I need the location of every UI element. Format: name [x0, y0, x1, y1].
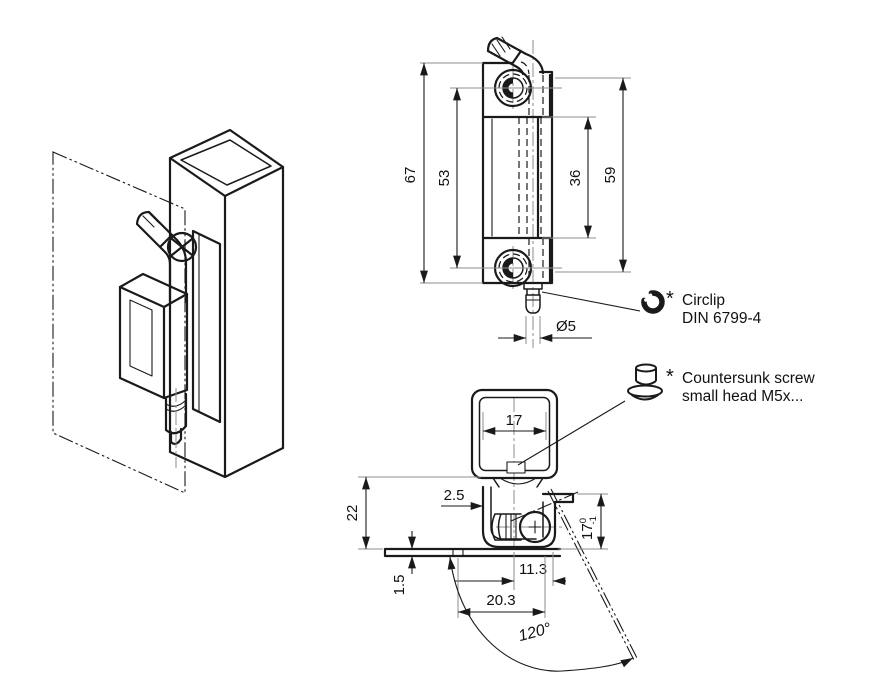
circlip-asterisk: * [666, 288, 674, 310]
dim-120-label: 120° [517, 620, 554, 645]
circlip-annotation: * Circlip DIN 6799-4 [541, 288, 762, 327]
circlip-leader-line [541, 291, 641, 312]
circlip-lug-hole-1 [648, 293, 653, 297]
door-leaf-plate-section [383, 547, 562, 558]
open-position-phantom [547, 488, 639, 663]
isometric-view [52, 128, 285, 494]
dim-11-3-label: 11.3 [519, 561, 547, 578]
pin-section-cross [528, 520, 542, 534]
front-view: 67 53 36 59 Ø5 [402, 36, 631, 348]
dim-59-label: 59 [602, 167, 619, 184]
dim-17-with-tolerance: 170-1 [558, 493, 608, 550]
dim-22: 22 [344, 476, 481, 550]
screw-leader-line [517, 400, 626, 466]
dim-53-label: 53 [436, 170, 453, 187]
opening-angle-arc [447, 556, 634, 672]
dim-17-extension-lines [482, 412, 547, 440]
dim-dia5-label: Ø5 [556, 318, 576, 335]
dim-20-3-label: 20.3 [486, 592, 515, 609]
pin-end-with-groove [523, 282, 543, 314]
dim-59-extension-lines [555, 77, 631, 273]
hinge-leaf-plate [191, 229, 222, 424]
dim-2-5-label: 2.5 [444, 487, 465, 504]
countersunk-label-line1: Countersunk screw [682, 370, 815, 387]
dim-53: 53 [436, 87, 562, 269]
section-view: 17 2.5 22 1.5 170-1 11.3 [344, 388, 639, 672]
dim-1-5-label: 1.5 [391, 575, 408, 596]
dim-17tol-label: 170-1 [578, 516, 599, 540]
clamp-jaw [492, 477, 544, 488]
pin-section-circle [518, 510, 552, 544]
circlip-ring [641, 290, 665, 314]
circlip-label-line1: Circlip [682, 292, 725, 309]
dim-36: 36 [542, 116, 596, 239]
lip-phantom-line [510, 491, 579, 522]
dim-17-tube-width: 17 [482, 412, 547, 440]
knurl-cylinder [491, 513, 522, 541]
plate-screw-hole [452, 548, 464, 557]
dim-53-extension-lines [450, 87, 562, 269]
hidden-knuckle-lines [518, 75, 544, 283]
dim-67-extension-lines [420, 62, 483, 284]
clamp-jaw-arc [499, 477, 537, 485]
dim-67: 67 [402, 62, 483, 284]
mounting-screw-head [166, 231, 198, 263]
bracket-section-outer [481, 485, 557, 549]
bracket-front-face [118, 285, 166, 400]
dim-pin-diameter: Ø5 [498, 316, 592, 344]
dim-22-label: 22 [344, 505, 361, 522]
countersunk-screw-icon [627, 363, 663, 401]
circlip-icon [641, 290, 665, 314]
dim-17-label: 17 [506, 412, 523, 429]
pin-bottom-cylinder [164, 392, 188, 446]
circlip-lug-hole-2 [644, 298, 648, 302]
bracket-recess [129, 299, 153, 377]
grip-pin-front-knurl [491, 36, 511, 57]
grip-pin-hidden-bend [520, 61, 530, 75]
countersunk-label-line2: small head M5x... [682, 388, 803, 405]
dim-2-5: 2.5 [441, 487, 484, 510]
dim-59: 59 [555, 77, 631, 273]
screw-hole-notch [506, 461, 526, 474]
screw-flange-lip [631, 394, 659, 401]
countersunk-asterisk: * [666, 366, 674, 388]
screw-head-sides [635, 368, 657, 386]
square-tube-edges [168, 156, 285, 479]
door-panel-phantom [52, 151, 186, 494]
hinge-body-outline [481, 61, 554, 285]
countersunk-screw-annotation: * Countersunk screw small head M5x... [517, 363, 815, 466]
bracket-lip [541, 492, 575, 504]
dim-1-5: 1.5 [391, 531, 416, 596]
screw-flange [627, 384, 663, 398]
grip-pin [135, 210, 188, 304]
screw-head-top [635, 363, 657, 373]
pin-column [162, 292, 189, 400]
grip-pin-knurl-ticks [142, 211, 160, 228]
square-tube-top-inner [180, 139, 272, 186]
grip-pin-front [486, 36, 545, 76]
dim-67-label: 67 [402, 167, 419, 184]
dim-36-label: 36 [567, 170, 584, 187]
square-tube-section-outer [470, 388, 559, 480]
circlip-label-line2: DIN 6799-4 [682, 310, 762, 327]
